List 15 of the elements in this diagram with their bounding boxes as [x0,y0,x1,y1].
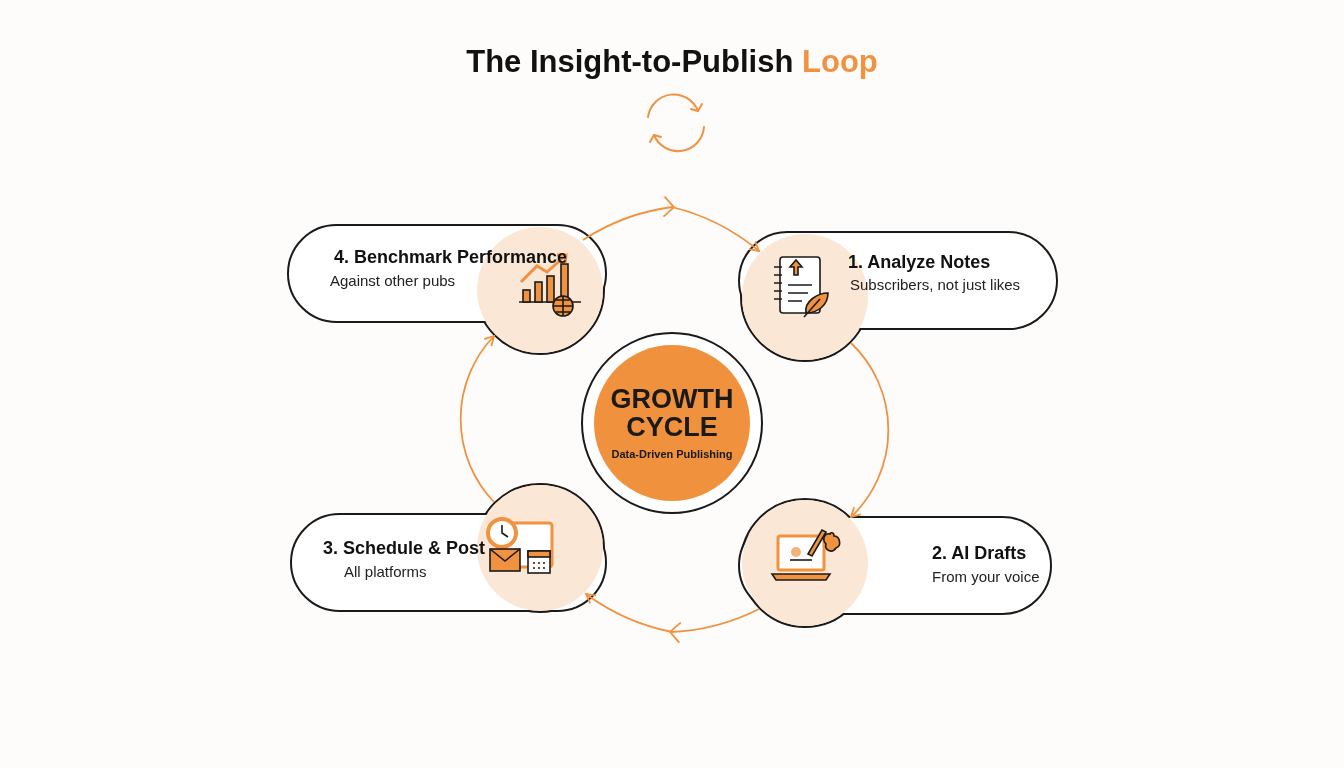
hub-title: GROWTH CYCLE [609,385,735,441]
hub-subtitle: Data-Driven Publishing [610,448,734,460]
step-subtitle: All platforms [344,563,427,580]
arrow [850,342,889,518]
arrow [582,196,761,253]
step-subtitle: From your voice [932,568,1040,585]
arrow [459,335,495,503]
title: The Insight-to-Publish Loop [465,44,879,80]
step-subtitle: Against other pubs [330,272,456,289]
step-title: 3. Schedule & Post [323,538,486,559]
arrow [584,593,760,644]
step-subtitle: Subscribers, not just likes [850,276,1021,293]
step-title: 4. Benchmark Performance [334,247,568,268]
step-title: 1. Analyze Notes [848,252,991,273]
step-title: 2. AI Drafts [932,543,1027,564]
